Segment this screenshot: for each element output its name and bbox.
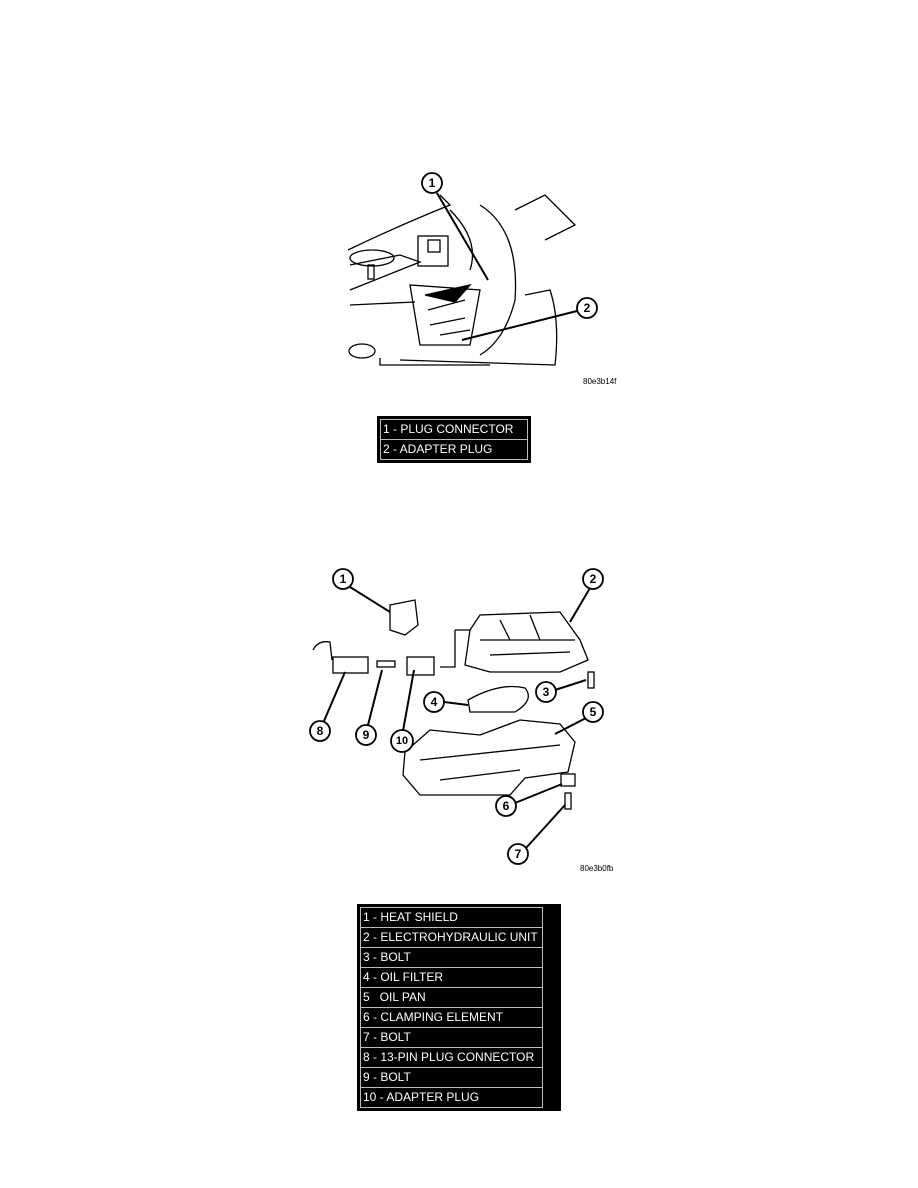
callout-2-leader (461, 310, 578, 341)
callout-1-label: 1 (340, 572, 347, 586)
figure2-illustration: 1 2 3 4 5 6 7 8 9 10 (309, 568, 604, 865)
callout-2-label: 2 (584, 301, 591, 315)
legend-row: 2 - ELECTROHYDRAULIC UNIT (360, 928, 543, 948)
callout-9-label: 9 (363, 728, 370, 742)
callout-4-label: 4 (431, 695, 438, 709)
callout-6-circle (495, 795, 517, 817)
heat-shield-shape (389, 599, 419, 636)
callout-7-circle (507, 843, 529, 865)
callout-10-circle (390, 729, 414, 753)
legend-row: 1 - PLUG CONNECTOR (380, 419, 528, 440)
oil-pan-shape (402, 719, 576, 796)
callout-6-label: 6 (503, 799, 510, 813)
callout-4-circle (423, 691, 445, 713)
callout-2-label: 2 (590, 572, 597, 586)
callout-9-circle (355, 724, 377, 746)
legend-row: 5 OIL PAN (360, 988, 543, 1008)
callout-1-label: 1 (429, 176, 436, 190)
callout-10-label: 10 (396, 735, 408, 747)
figure1-legend: 1 - PLUG CONNECTOR 2 - ADAPTER PLUG (377, 416, 531, 463)
legend-row: 7 - BOLT (360, 1028, 543, 1048)
callout-7-label: 7 (515, 847, 522, 861)
figure1-code: 80e3b14f (583, 377, 617, 386)
callout-1-circle (421, 172, 443, 194)
callout-1-circle (332, 568, 354, 590)
legend-row: 6 - CLAMPING ELEMENT (360, 1008, 543, 1028)
figure1-illustration: 1 2 (347, 172, 598, 366)
legend-row: 10 - ADAPTER PLUG (360, 1088, 543, 1108)
callout-2-circle (576, 297, 598, 319)
callout-3-label: 3 (543, 685, 550, 699)
legend-row: 4 - OIL FILTER (360, 968, 543, 988)
callout-5-label: 5 (590, 705, 597, 719)
callout-3-circle (535, 681, 557, 703)
callout-8-circle (309, 720, 331, 742)
oil-filter-shape (467, 685, 529, 713)
callout-5-circle (582, 701, 604, 723)
legend-row: 8 - 13-PIN PLUG CONNECTOR (360, 1048, 543, 1068)
figure2-code: 80e3b0fb (580, 864, 614, 873)
callout-2-circle (582, 568, 604, 590)
callout-8-label: 8 (317, 724, 324, 738)
legend-row: 3 - BOLT (360, 948, 543, 968)
electrohydraulic-unit-shape (464, 611, 589, 673)
legend-row: 2 - ADAPTER PLUG (380, 440, 528, 460)
figure2-legend: 1 - HEAT SHIELD 2 - ELECTROHYDRAULIC UNI… (357, 904, 561, 1111)
legend-row: 1 - HEAT SHIELD (360, 907, 543, 928)
callout-1-leader (436, 192, 489, 281)
legend-row: 9 - BOLT (360, 1068, 543, 1088)
